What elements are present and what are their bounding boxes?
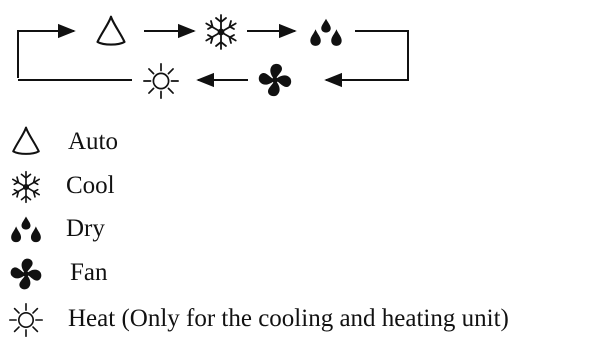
legend-item-dry: Dry [0,209,601,249]
legend-item-cool: Cool [0,166,601,206]
legend-item-auto: Auto [0,122,601,162]
snowflake-icon [11,170,41,204]
legend-label-cool: Cool [66,172,115,199]
legend-item-fan: Fan [0,253,601,293]
mode-cycle-diagram [0,0,601,110]
legend-label-heat: Heat (Only for the cooling and heating u… [68,305,509,332]
sun-icon [8,302,44,338]
sun-icon [143,63,179,99]
droplets-icon [310,18,342,46]
legend-label-fan: Fan [70,259,108,286]
mode-cycle-svg [17,14,409,99]
snowflake-icon [205,14,237,50]
fan-icon [10,258,42,290]
legend-label-auto: Auto [68,128,118,155]
droplets-icon [11,216,41,243]
cycle-arrow-dry-to-fan [324,30,409,88]
fan-icon [258,63,292,97]
cycle-arrow-start [17,23,76,78]
auto-icon [96,15,126,46]
legend-item-heat: Heat (Only for the cooling and heating u… [0,299,601,339]
auto-icon [12,126,40,155]
legend-label-dry: Dry [66,215,105,242]
mode-legend: Auto Cool Dry Fan Heat (Only for the coo… [0,110,601,349]
